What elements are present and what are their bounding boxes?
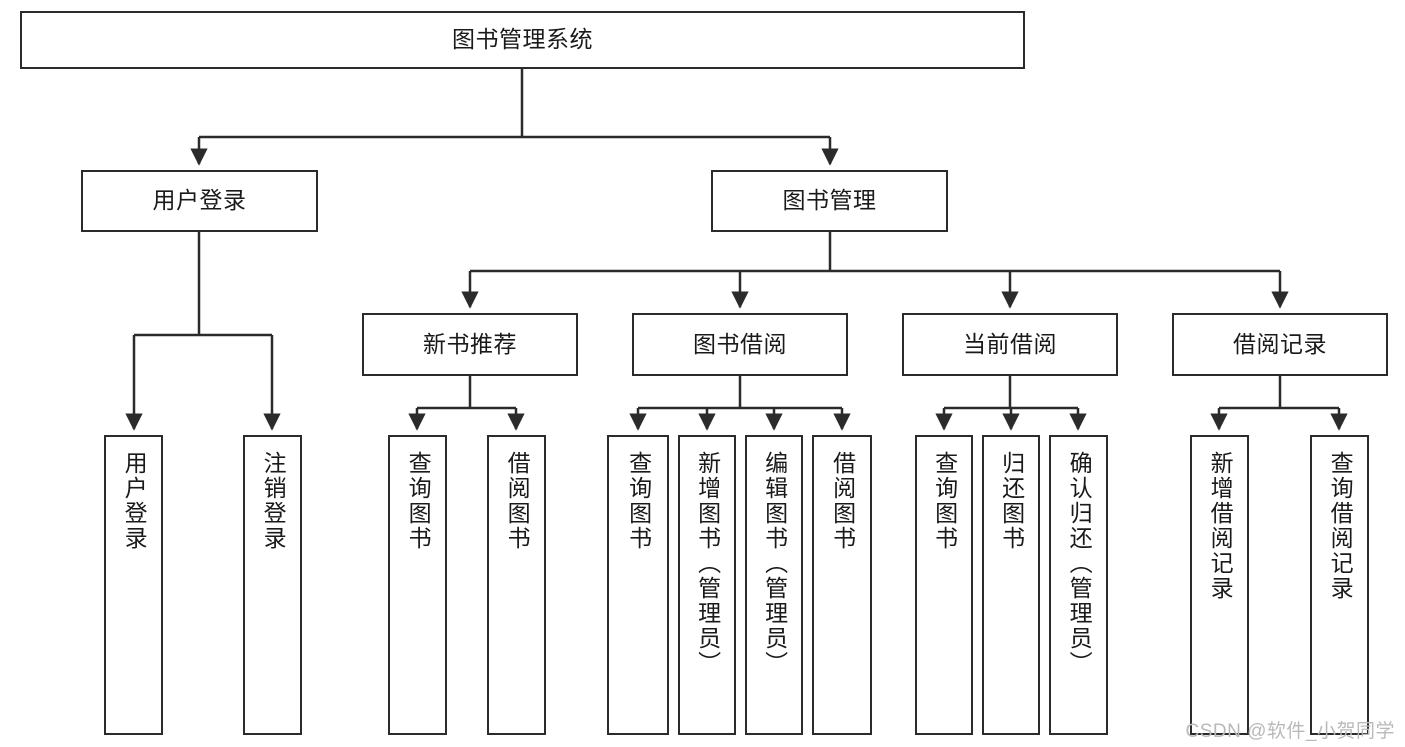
- node-book-borrowing[interactable]: 图书借阅: [632, 313, 848, 376]
- node-current-borrowing-label: 当前借阅: [963, 330, 1057, 357]
- leaf-add-book-admin[interactable]: 新增图书（管理员）: [678, 435, 736, 735]
- leaf-edit-book-admin[interactable]: 编辑图书（管理员）: [745, 435, 803, 735]
- leaf-borrow-book-recommend[interactable]: 借阅图书: [487, 435, 546, 735]
- node-user-login[interactable]: 用户登录: [81, 170, 318, 232]
- leaf-return-book[interactable]: 归还图书: [982, 435, 1040, 735]
- leaf-query-borrow-record-label: 查询借阅记录: [1327, 451, 1354, 601]
- node-borrowing-record[interactable]: 借阅记录: [1172, 313, 1388, 376]
- leaf-query-book-recommend-label: 查询图书: [405, 451, 432, 551]
- leaf-user-login[interactable]: 用户登录: [104, 435, 163, 735]
- node-book-management[interactable]: 图书管理: [711, 170, 948, 232]
- leaf-query-book-current[interactable]: 查询图书: [915, 435, 973, 735]
- leaf-query-book-recommend[interactable]: 查询图书: [388, 435, 447, 735]
- leaf-edit-book-admin-label: 编辑图书（管理员）: [761, 451, 788, 676]
- leaf-add-borrow-record[interactable]: 新增借阅记录: [1190, 435, 1249, 735]
- leaf-query-borrow-record[interactable]: 查询借阅记录: [1310, 435, 1369, 735]
- node-current-borrowing[interactable]: 当前借阅: [902, 313, 1118, 376]
- leaf-user-login-label: 用户登录: [121, 451, 148, 551]
- node-new-book-recommendation[interactable]: 新书推荐: [362, 313, 578, 376]
- leaf-borrow-book-label: 借阅图书: [829, 451, 856, 551]
- leaf-borrow-book[interactable]: 借阅图书: [812, 435, 872, 735]
- leaf-query-book-current-label: 查询图书: [931, 451, 958, 551]
- node-new-book-recommendation-label: 新书推荐: [423, 330, 517, 357]
- leaf-logout[interactable]: 注销登录: [243, 435, 302, 735]
- leaf-logout-label: 注销登录: [260, 451, 287, 551]
- leaf-return-book-label: 归还图书: [998, 451, 1025, 551]
- node-book-management-label: 图书管理: [782, 187, 877, 214]
- leaf-confirm-return-admin[interactable]: 确认归还（管理员）: [1049, 435, 1108, 735]
- node-user-login-label: 用户登录: [152, 187, 247, 214]
- leaf-add-book-admin-label: 新增图书（管理员）: [694, 451, 721, 676]
- csdn-watermark: CSDN @软件_小贺同学: [1185, 721, 1395, 742]
- node-root-book-management-system[interactable]: 图书管理系统: [20, 11, 1025, 69]
- leaf-confirm-return-admin-label: 确认归还（管理员）: [1066, 451, 1093, 676]
- leaf-add-borrow-record-label: 新增借阅记录: [1207, 451, 1234, 601]
- leaf-query-book-borrow[interactable]: 查询图书: [607, 435, 669, 735]
- node-borrowing-record-label: 借阅记录: [1233, 330, 1327, 357]
- node-root-label: 图书管理系统: [452, 26, 593, 53]
- leaf-query-book-borrow-label: 查询图书: [625, 451, 652, 551]
- node-book-borrowing-label: 图书借阅: [693, 330, 787, 357]
- leaf-borrow-book-recommend-label: 借阅图书: [504, 451, 531, 551]
